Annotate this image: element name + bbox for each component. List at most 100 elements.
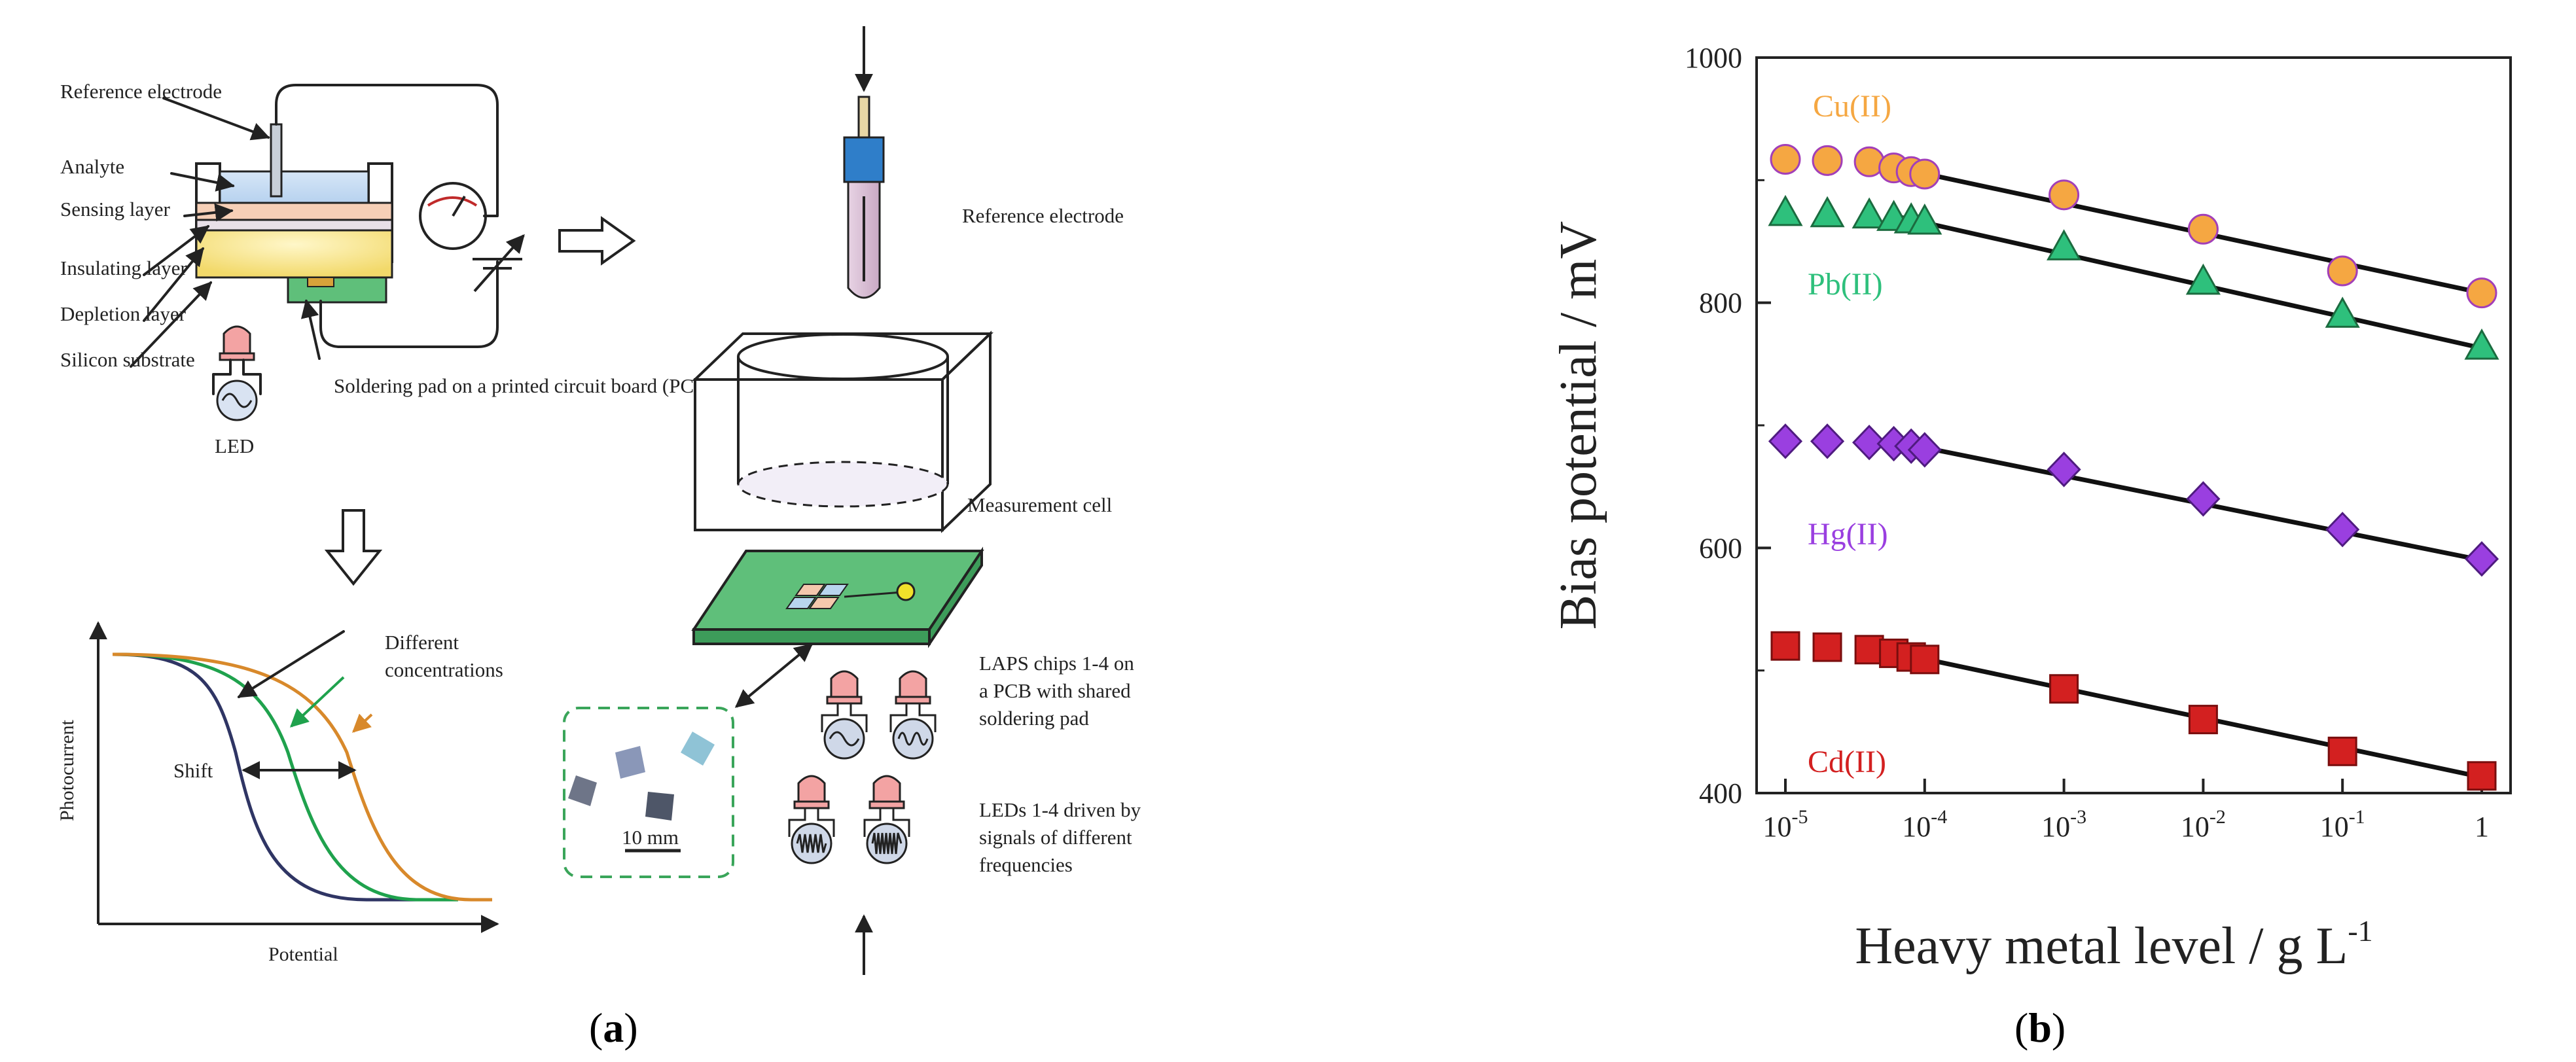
curve-low-concentration [112, 652, 445, 902]
reference-electrode-rod [270, 123, 283, 198]
data-point [2188, 705, 2218, 735]
pointer-concentrations-3 [351, 713, 373, 733]
label-leds-line3: frequencies [979, 853, 1073, 876]
data-point [2185, 263, 2221, 295]
led-3-icon [788, 775, 835, 864]
data-point [1810, 196, 1845, 228]
photo-chip-2 [681, 732, 715, 766]
label-analyte: Analyte [60, 155, 124, 178]
label-scale-bar: 10 mm [622, 826, 679, 849]
circuit-wire-bottom [319, 260, 499, 348]
x-tick-label: 1 [2475, 811, 2489, 843]
variable-source-arrow-icon [473, 234, 525, 292]
cell-well-bottom [737, 461, 949, 508]
pointer-silicon-substrate [130, 281, 212, 368]
data-point [1812, 632, 1842, 662]
label-laps-line2: a PCB with shared [979, 679, 1131, 702]
label-soldering-pad: Soldering pad on a printed circuit board… [334, 374, 714, 397]
pointer-reference-electrode [162, 97, 270, 141]
inset-x-label: Potential [268, 944, 338, 965]
fit-line [1893, 213, 2482, 351]
led-4-icon [863, 775, 910, 864]
pointer-analyte [170, 172, 235, 192]
x-tick-label: 10-2 [2181, 806, 2226, 843]
y-tick-label: 600 [1699, 532, 1742, 564]
y-tick-label: 1000 [1685, 42, 1742, 74]
y-tick-label: 400 [1699, 777, 1742, 809]
x-tick-label: 10-5 [1763, 806, 1808, 843]
x-tick-label: 10-4 [1902, 806, 1947, 843]
data-point [2327, 255, 2358, 287]
data-point [2047, 229, 2082, 260]
data-point [1854, 635, 1884, 665]
led-2-icon [889, 670, 937, 760]
pointer-concentrations-1 [237, 630, 345, 698]
curve-mid-concentration [112, 652, 458, 902]
data-point [1909, 158, 1941, 190]
x-axis-title: Heavy metal level / g L-1 [1855, 914, 2372, 975]
pointer-soldering-pad [300, 299, 321, 360]
laps-chip-4 [808, 597, 840, 609]
analyte-region [219, 170, 370, 204]
label-depletion-layer: Depletion layer [60, 302, 187, 325]
pointer-depletion-layer [143, 247, 204, 322]
photo-chip-3 [568, 775, 597, 806]
laps-setup-schematic: Reference electrode Analyte Sensing laye… [60, 80, 714, 457]
data-point [2187, 213, 2219, 245]
inset-y-label: Photocurrent [56, 719, 78, 821]
data-point [1770, 631, 1800, 661]
laps-chip-1 [795, 584, 826, 596]
photo-chip-1 [615, 746, 645, 779]
data-point [2047, 451, 2081, 487]
data-point [2466, 277, 2497, 309]
label-silicon-substrate: Silicon substrate [60, 348, 195, 371]
pointer-insulating-layer [143, 225, 210, 276]
laps-chip-3 [785, 597, 817, 609]
data-point [2467, 761, 2497, 791]
data-point [2327, 736, 2357, 766]
label-reference-electrode-line1: Reference electrode [60, 80, 222, 103]
data-point [2464, 541, 2499, 577]
label-shift: Shift [173, 759, 213, 782]
open-arrow-right-icon [558, 216, 636, 266]
label-laps-line3: soldering pad [979, 707, 1089, 730]
data-point [1812, 145, 1843, 176]
x-tick-label: 10-3 [2041, 806, 2086, 843]
depletion-and-substrate [195, 229, 393, 279]
series-label: Pb(II) [1808, 267, 1883, 302]
data-point [1770, 143, 1801, 175]
label-different-concentrations-line1: Different [385, 631, 459, 654]
label-led: LED [215, 434, 254, 457]
electrode-tip-icon [857, 96, 870, 141]
y-axis-ticks: 400 600 800 1000 [1685, 42, 1771, 809]
series-label: Cu(II) [1813, 89, 1891, 124]
y-tick-label: 800 [1699, 287, 1742, 319]
fit-lines [1869, 159, 2482, 780]
led-1-icon [821, 670, 868, 760]
pcb-trace [844, 591, 903, 598]
data-point [2048, 179, 2080, 211]
data-points [1768, 143, 2499, 791]
insulating-layer-strip [195, 219, 393, 232]
label-insulating-layer: Insulating layer [60, 257, 187, 279]
plot-frame [1755, 56, 2512, 794]
label-different-concentrations-line2: concentrations [385, 658, 503, 681]
photo-chip-4 [645, 792, 674, 821]
led-array [788, 670, 937, 864]
x-axis-title-text: Heavy metal level / g L [1855, 917, 2348, 975]
label-measurement-cell: Measurement cell [967, 493, 1112, 516]
label-leds-line1: LEDs 1-4 driven by [979, 798, 1141, 821]
label-sensing-layer: Sensing layer [60, 198, 171, 221]
data-point [2464, 328, 2499, 360]
pcb-board [287, 276, 387, 304]
x-tick-label: 10-1 [2320, 806, 2365, 843]
data-point [1907, 432, 1942, 468]
label-leds-line2: signals of different [979, 826, 1132, 849]
data-point [1851, 197, 1887, 229]
photocurrent-curve-inset: Shift Different concentrations Potential… [56, 621, 503, 965]
x-axis-ticks: 10-5 10-4 10-3 10-2 10-1 1 [1763, 779, 2489, 843]
ammeter-wire [483, 169, 499, 217]
series-label: Hg(II) [1808, 517, 1888, 552]
